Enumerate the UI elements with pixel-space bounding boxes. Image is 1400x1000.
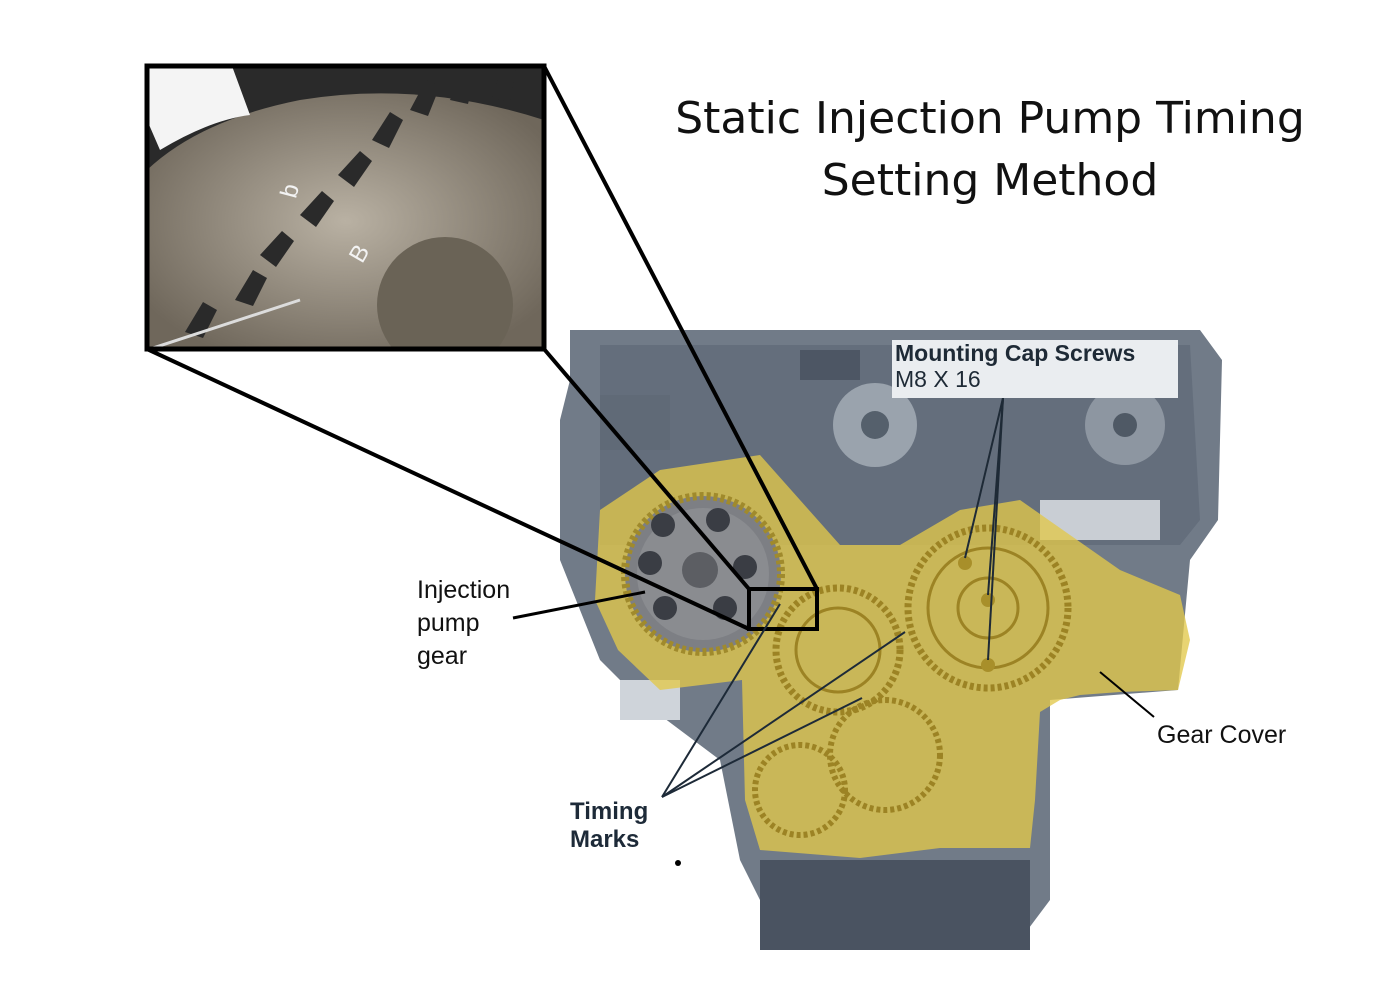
label-gear-cover: Gear Cover	[1157, 721, 1287, 749]
label-injection-pump-gear: Injection pump gear	[417, 574, 510, 673]
label-pump-line-1: Injection	[417, 576, 511, 604]
zoom-connector-lines	[146, 65, 819, 631]
gear-teeth-closeup	[147, 66, 544, 349]
label-pump-line-3: gear	[417, 642, 468, 670]
title-line-2: Setting Method	[821, 155, 1159, 206]
title-line-1: Static Injection Pump Timing	[675, 93, 1305, 144]
zoom-target-box	[747, 587, 819, 631]
leader-timing-marks	[661, 603, 906, 798]
stray-mark	[675, 860, 681, 866]
label-pump-line-2: pump	[417, 609, 480, 637]
diagram-title: Static Injection Pump Timing Setting Met…	[640, 88, 1340, 212]
closeup-frame	[144, 63, 547, 352]
leader-gear-cover	[1099, 671, 1155, 718]
label-mounting-cap-screws: Mounting Cap Screws M8 X 16	[892, 340, 1178, 398]
injection-pump-gear-drawing	[621, 492, 785, 656]
leader-mounting-cap-screws	[964, 397, 1004, 661]
label-timing-line-2: Marks	[570, 826, 640, 853]
label-timing-line-1: Timing	[570, 798, 649, 825]
label-screws-size: M8 X 16	[895, 366, 981, 392]
label-timing-marks: Timing Marks	[570, 798, 648, 854]
label-screws-name: Mounting Cap Screws	[895, 340, 1136, 366]
leader-injection-pump-gear	[512, 590, 646, 620]
